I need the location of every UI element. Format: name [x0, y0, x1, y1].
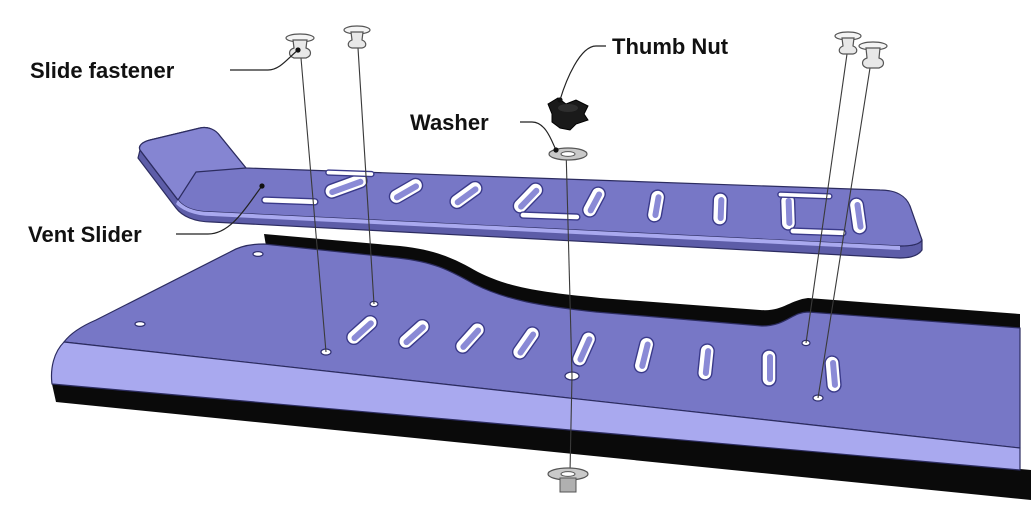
vent-slider-guide-slots [261, 169, 847, 237]
base-plate-front-face [50, 341, 1021, 471]
base-plate [50, 234, 1031, 500]
slide-fastener [834, 31, 862, 55]
washer-top [548, 147, 588, 161]
vent-slider-front-bevel [176, 200, 900, 250]
base-hole [252, 251, 264, 258]
alignment-lines [300, 47, 871, 473]
label-washer: Washer [410, 110, 489, 135]
base-plate-back-shadow [264, 234, 1020, 328]
washer-bottom [547, 467, 589, 493]
vent-slider-tab-face [138, 126, 247, 201]
slide-fastener [343, 25, 371, 49]
base-plate-top-face [63, 243, 1021, 449]
vent-slider [137, 126, 923, 259]
base-plate-slots [346, 314, 842, 393]
vent-slider-slots [324, 173, 868, 235]
slide-fastener [858, 41, 888, 69]
label-thumb-nut: Thumb Nut [612, 34, 729, 59]
label-slide-fastener: Slide fastener [30, 58, 175, 83]
thumb-nut [547, 97, 589, 131]
slide-fastener [285, 33, 315, 59]
base-hole [134, 321, 146, 328]
label-vent-slider: Vent Slider [28, 222, 142, 247]
callout-leaders [176, 45, 606, 235]
base-plate-underside [52, 384, 1031, 500]
